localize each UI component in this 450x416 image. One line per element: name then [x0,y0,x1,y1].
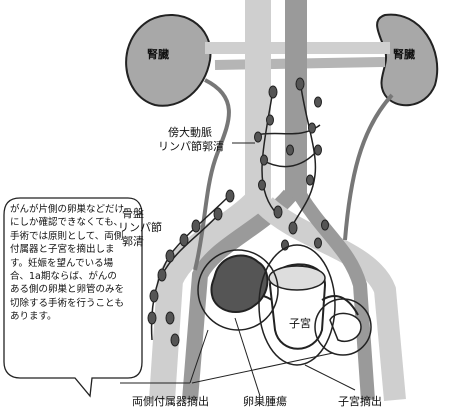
label-pelvic-1: 骨盤 [122,207,144,220]
right-ovary [329,312,362,342]
label-paraaortic-1: 傍大動脈 [168,126,212,139]
label-hysterectomy: 子宮摘出 [338,395,382,408]
right-ureter [343,93,394,241]
right-pelvic-nodes [314,219,329,249]
right-iliac-artery [294,191,375,401]
uterus-circle [258,244,336,366]
note-text: がんが片側の卵巣などだけにしか確認できなくても、手術では原則として、両側付属器と… [10,204,125,323]
label-paraaortic-2: リンパ節郭清 [158,140,224,153]
paraaortic-nodes [254,77,322,251]
label-pelvic-3: 郭清 [122,235,144,248]
label-pelvic-2: リンパ節 [118,221,162,234]
pelvic-nodes [147,189,235,347]
leader-adnexa-left [189,329,209,384]
leader-tumor [234,317,261,397]
adnexa-circle-left [197,249,279,331]
fallopian-right [321,295,359,316]
paraaortic-chain [254,79,321,231]
note-bubble [3,197,143,398]
label-kidney-right: 腎臓 [393,48,415,61]
left-iliac-vein [149,190,268,401]
label-uterus: 子宮 [287,317,313,330]
ivc [245,0,271,215]
left-ureter [193,78,231,271]
adnexa-circle-right [314,298,372,356]
uterus-top [268,265,326,291]
leader-hysterectomy [304,364,356,391]
leader-adnexa-right [191,352,334,384]
label-kidney-left: 腎臓 [147,48,169,61]
left-kidney [125,14,212,107]
ovarian-tumor [210,254,269,314]
label-ovarian-tumor: 卵巣腫瘍 [243,395,287,408]
label-adnexa-removal: 両側付属器摘出 [132,395,209,408]
